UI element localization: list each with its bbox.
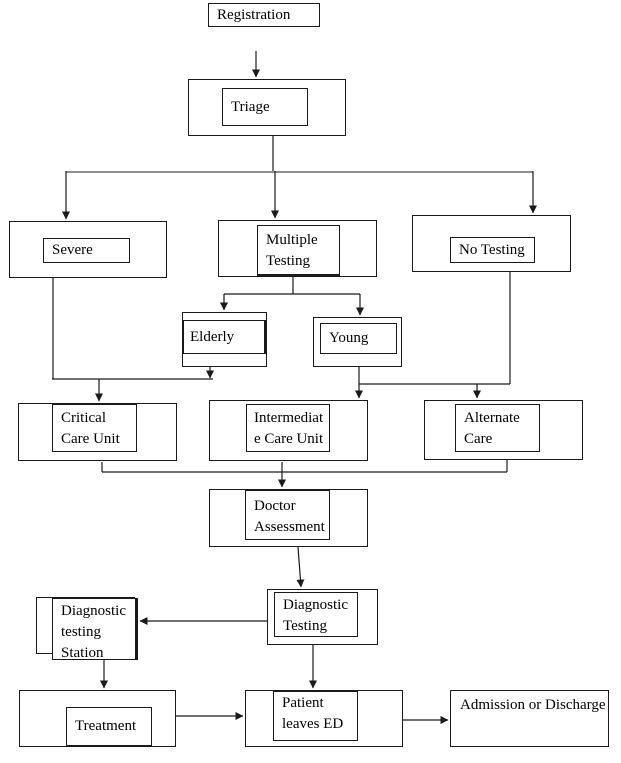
alternate-care-box: Alternate Care [455,404,540,452]
young-box: Young [320,323,397,354]
treatment-box: Treatment [66,707,152,746]
diagnostic-testing-box: Diagnostic Testing [274,592,358,637]
triage-box: Triage [222,88,308,126]
no-testing-box: No Testing [450,237,535,263]
edge-doctor-assessment-diagnostic-testing [296,546,305,588]
elderly-box: Elderly [183,320,267,354]
diagnostic-station-box: Diagnostic testing Station [52,598,138,661]
critical-care-box: Critical Care Unit [52,404,137,452]
severe-box: Severe [43,238,130,263]
intermediate-care-box: Intermediat e Care Unit [246,404,330,452]
patient-leaves-ed-box: Patient leaves ED [273,691,358,741]
multiple-testing-box: Multiple Testing [257,225,340,277]
doctor-assessment-box: Doctor Assessment [245,490,330,540]
admission-discharge-box: Admission or Discharge [450,690,609,747]
registration-box: Registration [208,3,320,27]
